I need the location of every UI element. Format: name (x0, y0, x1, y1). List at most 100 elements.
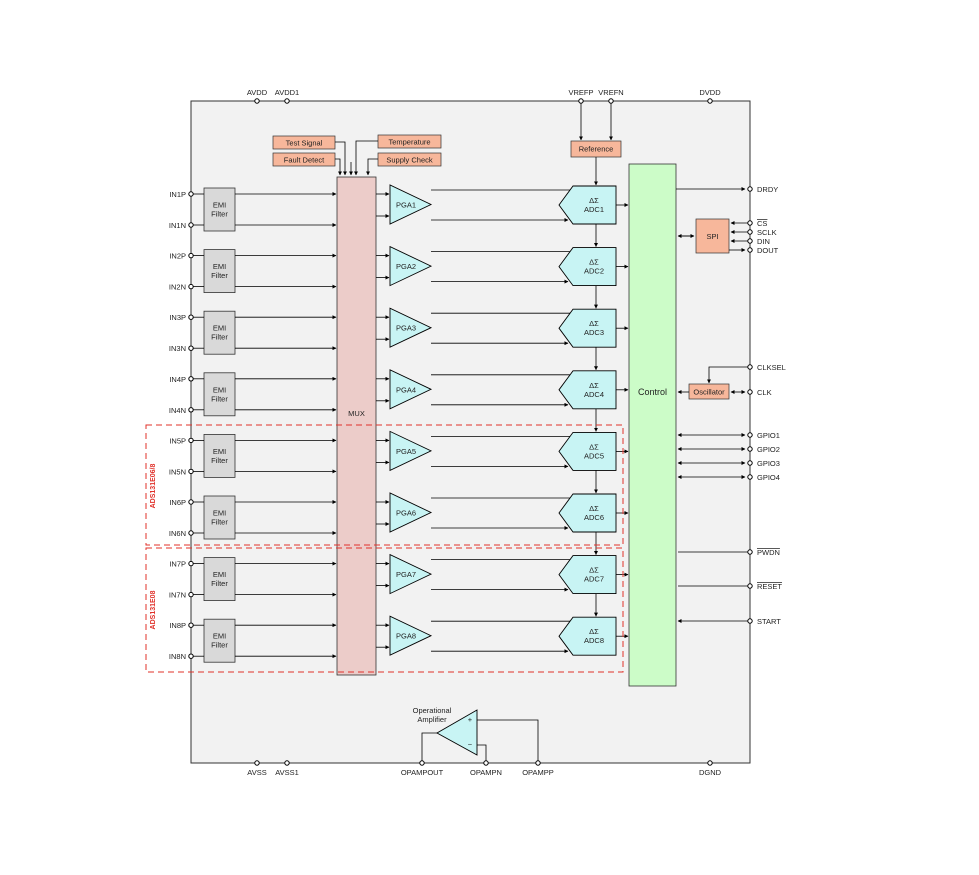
pin-in5p[interactable] (188, 437, 194, 444)
pin-avdd1[interactable] (284, 98, 290, 104)
pin-drdy[interactable] (747, 186, 753, 192)
pin-din[interactable] (747, 238, 753, 244)
pin-in2p[interactable] (188, 252, 194, 259)
pin-pwdn-label: PWDN (757, 548, 780, 557)
pga-6 (389, 492, 433, 533)
pga-4 (389, 369, 433, 410)
emi-filter-1 (203, 187, 236, 232)
opamp-triangle (436, 709, 478, 756)
pin-in1p-label: IN1P (169, 190, 186, 199)
emi-filter-label-line2: Filter (211, 333, 228, 342)
pin-opampn-label: OPAMPN (470, 768, 502, 777)
pin-gpio1[interactable] (747, 432, 753, 438)
adc-symbol: ΔΣ (589, 381, 599, 390)
opamp-minus-wire (477, 744, 487, 761)
pin-vrefp[interactable] (578, 98, 584, 104)
pga-label: PGA2 (396, 262, 416, 271)
pin-pwdn[interactable] (747, 549, 753, 555)
pin-start-label: START (757, 617, 781, 626)
pin-opampout[interactable] (419, 760, 425, 766)
pin-opampp[interactable] (535, 760, 541, 766)
pin-in4p[interactable] (188, 376, 194, 382)
emi-filter-6 (203, 495, 236, 540)
temperature-box (377, 134, 442, 149)
pin-dout[interactable] (747, 247, 753, 253)
pin-avss-label: AVSS (247, 768, 266, 777)
supply-check-box (377, 152, 442, 167)
pin-gpio2-label: GPIO2 (757, 445, 780, 454)
pin-vrefn[interactable] (608, 98, 614, 104)
pin-in6p[interactable] (188, 499, 194, 505)
pin-opampn[interactable] (483, 760, 489, 766)
test-signal-wire (335, 141, 347, 176)
oscillator-label: Oscillator (693, 388, 725, 397)
pin-gpio3[interactable] (747, 460, 753, 466)
pin-gpio4[interactable] (747, 474, 753, 480)
pin-gpio1-label: GPIO1 (757, 431, 780, 440)
emi-filter-label-line1: EMI (213, 324, 226, 333)
pin-clksel[interactable] (747, 364, 753, 370)
emi-filter-label-line2: Filter (211, 210, 228, 219)
emi-filter-label-line1: EMI (213, 632, 226, 641)
pin-cs[interactable] (747, 220, 753, 226)
pin-clk[interactable] (747, 389, 753, 395)
pin-in3n[interactable] (188, 345, 194, 351)
adc-8 (558, 616, 617, 656)
pin-in4n[interactable] (188, 407, 194, 413)
pin-gpio3-label: GPIO3 (757, 459, 780, 468)
pga-5 (389, 430, 433, 472)
opamp-label-line2: Amplifier (417, 715, 447, 724)
pin-in7p-label: IN7P (169, 560, 186, 569)
pin-in8p[interactable] (188, 622, 194, 628)
adc-label: ADC1 (584, 205, 604, 214)
pin-reset[interactable] (747, 583, 753, 589)
bottom-pins: AVSS AVSS1 OPAMPOUT OPAMPN OPAMPP DGND (247, 760, 722, 777)
pin-avss1-label: AVSS1 (275, 768, 299, 777)
adc-label: ADC5 (584, 451, 604, 460)
adc-label: ADC2 (584, 267, 604, 276)
adc-7 (558, 555, 617, 595)
pin-in3p[interactable] (188, 314, 194, 320)
control-label: Control (638, 387, 667, 397)
pin-gpio2[interactable] (747, 446, 753, 452)
emi-filter-7 (203, 557, 236, 601)
pin-sclk[interactable] (747, 229, 753, 235)
pin-in7n[interactable] (188, 591, 194, 598)
pin-in3n-label: IN3N (169, 344, 186, 353)
pin-in1n[interactable] (188, 222, 194, 228)
emi-filter-label-line2: Filter (211, 394, 228, 403)
control-block (628, 163, 677, 687)
pin-in7p[interactable] (188, 560, 194, 567)
adc-symbol: ΔΣ (589, 566, 599, 575)
pin-avss[interactable] (254, 760, 260, 766)
pin-avdd-label: AVDD (247, 88, 268, 97)
opamp-group: + − Operational Amplifier (413, 706, 539, 761)
mux-label: MUX (348, 409, 365, 418)
reference-label: Reference (579, 145, 614, 154)
adc-symbol: ΔΣ (589, 258, 599, 267)
pin-avss1[interactable] (284, 760, 290, 766)
pin-in6n[interactable] (188, 530, 194, 536)
adc-1 (558, 185, 617, 225)
pin-reset-label: RESET (757, 582, 782, 591)
pin-in8n[interactable] (188, 653, 194, 659)
pin-in4n-label: IN4N (169, 406, 186, 415)
emi-filter-label-line2: Filter (211, 579, 228, 588)
pga-label: PGA1 (396, 201, 416, 210)
pin-dgnd[interactable] (707, 760, 713, 766)
pin-in1p[interactable] (188, 191, 194, 197)
pin-in2n[interactable] (188, 283, 194, 290)
pin-in5n[interactable] (188, 468, 194, 475)
emi-filter-label-line2: Filter (211, 271, 228, 280)
emi-filter-label-line1: EMI (213, 385, 226, 394)
adc-label: ADC4 (584, 390, 604, 399)
emi-filter-label-line2: Filter (211, 456, 228, 465)
pin-start[interactable] (747, 618, 753, 624)
pin-clksel-label: CLKSEL (757, 363, 786, 372)
pin-dvdd[interactable] (707, 98, 713, 104)
pin-vrefn-label: VREFN (598, 88, 623, 97)
pin-avdd[interactable] (254, 98, 260, 104)
